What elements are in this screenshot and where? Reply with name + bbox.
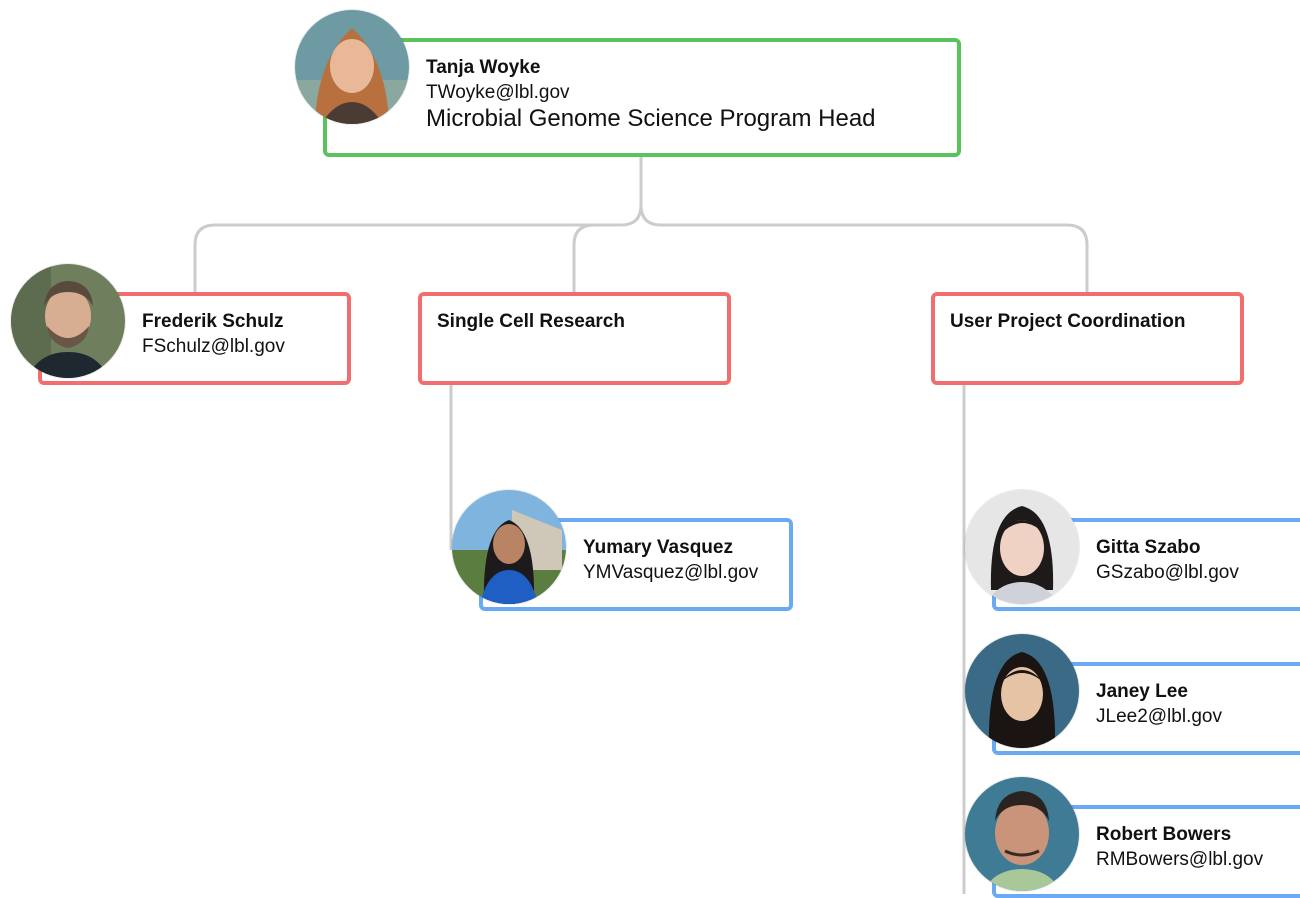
person-photo-icon	[965, 490, 1079, 604]
user-project-coordination-name: User Project Coordination	[950, 311, 1186, 332]
robert-bowers-name: Robert Bowers	[1096, 824, 1232, 845]
janey-lee-email: JLee2@lbl.gov	[1096, 706, 1222, 727]
root-node-name: Tanja Woyke	[426, 57, 541, 78]
root-node-avatar	[295, 10, 409, 124]
yumary-vasquez-avatar	[452, 490, 566, 604]
yumary-vasquez-email: YMVasquez@lbl.gov	[583, 562, 759, 583]
gitta-szabo-avatar	[965, 490, 1079, 604]
connector-to-single-cell	[639, 204, 1089, 293]
robert-bowers-avatar	[965, 777, 1079, 891]
janey-lee-name: Janey Lee	[1096, 681, 1188, 702]
connector-root-trunk	[193, 155, 643, 292]
frederik-schulz-email: FSchulz@lbl.gov	[142, 336, 285, 357]
gitta-szabo-email: GSzabo@lbl.gov	[1096, 562, 1239, 583]
janey-lee-avatar	[965, 634, 1079, 748]
person-photo-icon	[965, 777, 1079, 891]
root-node-card[interactable]: Tanja Woyke TWoyke@lbl.gov Microbial Gen…	[323, 38, 961, 157]
frederik-schulz-avatar	[11, 264, 125, 378]
gitta-szabo-name: Gitta Szabo	[1096, 537, 1201, 558]
root-node-email: TWoyke@lbl.gov	[426, 82, 570, 103]
person-photo-icon	[295, 10, 409, 124]
single-cell-research-name: Single Cell Research	[437, 311, 625, 332]
connector-to-user-project	[572, 223, 595, 293]
root-node-title: Microbial Genome Science Program Head	[426, 105, 876, 132]
person-photo-icon	[452, 490, 566, 604]
robert-bowers-email: RMBowers@lbl.gov	[1096, 849, 1264, 870]
single-cell-research-card[interactable]: Single Cell Research	[418, 292, 731, 385]
person-photo-icon	[965, 634, 1079, 748]
yumary-vasquez-name: Yumary Vasquez	[583, 537, 733, 558]
user-project-coordination-card[interactable]: User Project Coordination	[931, 292, 1244, 385]
person-photo-icon	[11, 264, 125, 378]
frederik-schulz-name: Frederik Schulz	[142, 311, 284, 332]
